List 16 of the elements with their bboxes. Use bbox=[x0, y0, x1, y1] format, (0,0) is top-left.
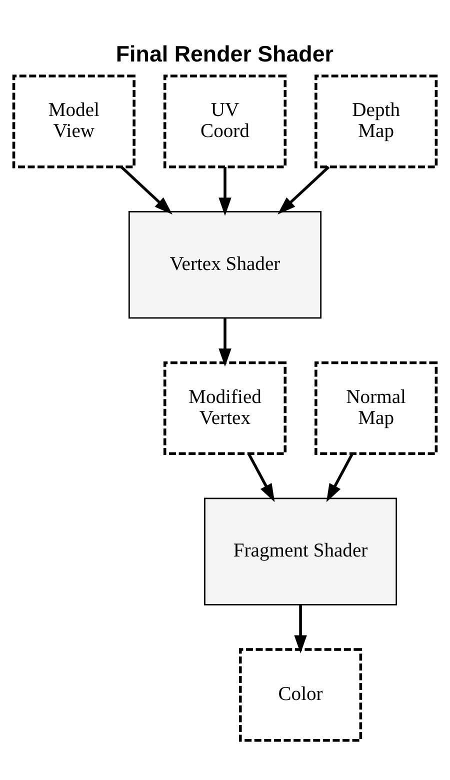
arrow bbox=[247, 453, 275, 502]
node-box: Normal Map bbox=[314, 361, 438, 456]
node-box: Depth Map bbox=[314, 74, 438, 168]
arrow bbox=[218, 166, 232, 216]
arrow bbox=[294, 604, 307, 654]
node-box: Vertex Shader bbox=[128, 210, 322, 319]
arrow bbox=[326, 453, 354, 502]
node-box: Color bbox=[238, 648, 362, 742]
node-box: Model View bbox=[12, 74, 136, 168]
diagram-title: Final Render Shader bbox=[116, 42, 334, 67]
node-box: Modified Vertex bbox=[163, 361, 287, 456]
arrow bbox=[120, 166, 172, 214]
arrow bbox=[218, 318, 232, 367]
node-box: UV Coord bbox=[163, 74, 287, 168]
arrow bbox=[278, 166, 330, 214]
node-box: Fragment Shader bbox=[204, 498, 398, 606]
